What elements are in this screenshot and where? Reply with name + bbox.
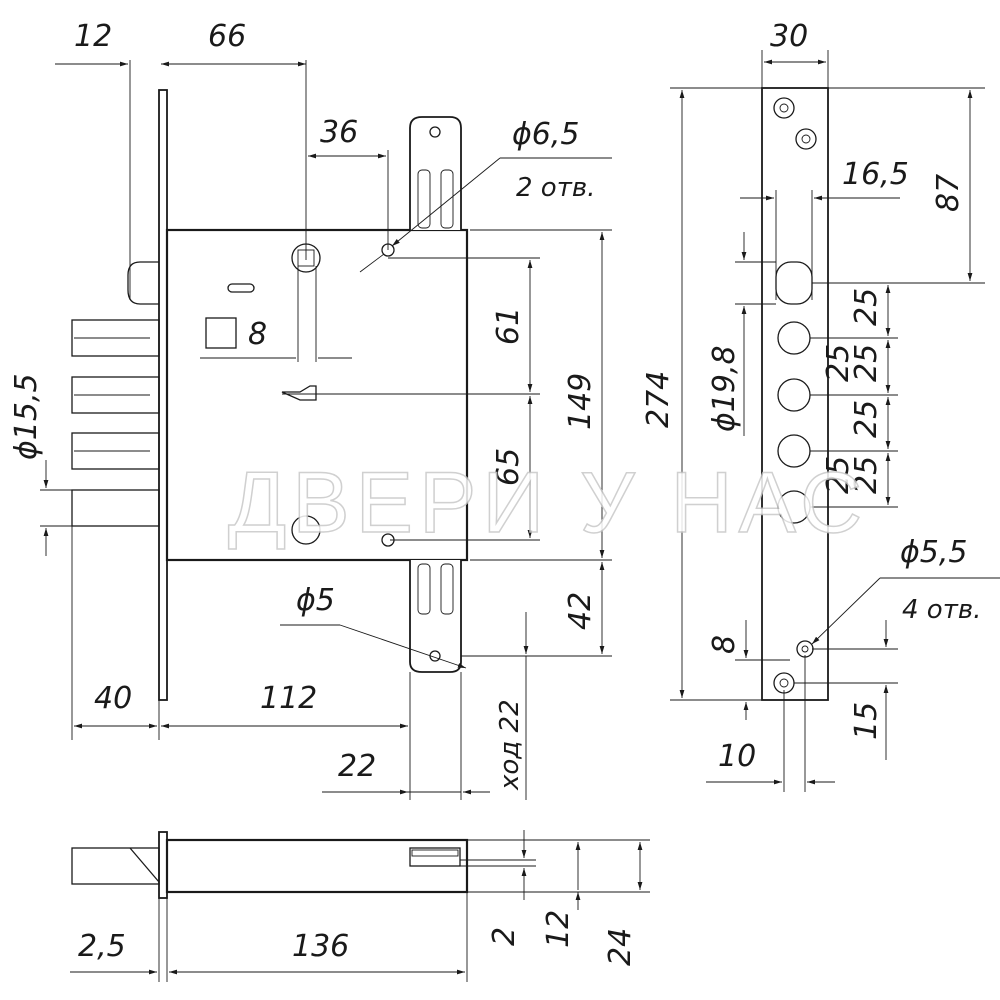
dim-2: 2	[487, 927, 522, 946]
dim-65: 65	[491, 448, 526, 486]
dim-87: 87	[931, 174, 966, 212]
dim-5: ϕ5	[296, 583, 335, 618]
dim-2-5: 2,5	[78, 929, 126, 964]
dim-pitch: 25	[821, 344, 856, 382]
dim-149: 149	[563, 373, 598, 430]
dim-274: 274	[641, 371, 676, 428]
holes-4-label: 4 отв.	[902, 595, 981, 625]
dim-10: 10	[718, 739, 756, 774]
square-icon	[205, 317, 237, 349]
dim-pitch: 25	[849, 344, 884, 382]
faceplate	[158, 89, 168, 701]
dim-8: 8	[707, 635, 742, 654]
dim-16-5: 16,5	[842, 157, 909, 192]
dim-pitch: 25	[849, 288, 884, 326]
watermark: ДВЕРИ У НАС	[228, 455, 868, 551]
front-view: 8 12 66 36	[9, 19, 612, 800]
dim-6-5: ϕ6,5	[512, 117, 580, 152]
dim-15: 15	[849, 702, 884, 740]
dim-24: 24	[603, 928, 638, 966]
dim-22: 22	[338, 749, 376, 784]
bottom-view: 2 12 24 2,5 136	[70, 830, 650, 982]
bottom-bolt	[71, 847, 160, 885]
side-view: 30 87 16,5 274 ϕ19,8 25 25	[641, 19, 1000, 792]
bolt	[71, 319, 160, 357]
bolt	[71, 432, 160, 470]
bolt	[71, 376, 160, 414]
dim-12: 12	[74, 19, 112, 54]
dead-bolts	[71, 319, 160, 527]
dim-30: 30	[770, 19, 808, 54]
top-rod-connector	[409, 116, 462, 230]
dim-36: 36	[320, 115, 358, 150]
dim-pitch: 25	[849, 400, 884, 438]
screw-hole	[795, 128, 817, 150]
dim-pitch: 25	[821, 456, 856, 494]
latch-bolt	[127, 261, 159, 305]
dim-136: 136	[292, 929, 349, 964]
side-faceplate	[761, 87, 829, 701]
dim-42: 42	[563, 592, 598, 630]
dim-stroke-22: ход 22	[495, 699, 525, 791]
lower-hub	[291, 515, 321, 545]
dim-112: 112	[260, 681, 317, 716]
cylinder-cam	[281, 385, 317, 401]
screw-hole	[773, 97, 795, 119]
dim-square-8: 8	[248, 317, 267, 352]
slot	[227, 283, 255, 293]
dim-5-5: ϕ5,5	[900, 535, 968, 570]
bottom-faceplate	[158, 831, 168, 899]
dim-61: 61	[491, 307, 526, 345]
dim-12-bottom: 12	[541, 910, 576, 948]
bottom-rod-connector	[409, 560, 462, 673]
dim-66: 66	[208, 19, 246, 54]
bottom-connector	[409, 847, 461, 867]
dim-pitch: 25	[849, 456, 884, 494]
holes-2-label: 2 отв.	[516, 173, 595, 203]
dim-15-5: ϕ15,5	[9, 373, 44, 460]
dim-40: 40	[94, 681, 132, 716]
lock-body	[165, 228, 469, 562]
bolt	[71, 489, 160, 527]
dim-19-8: ϕ19,8	[707, 345, 742, 432]
